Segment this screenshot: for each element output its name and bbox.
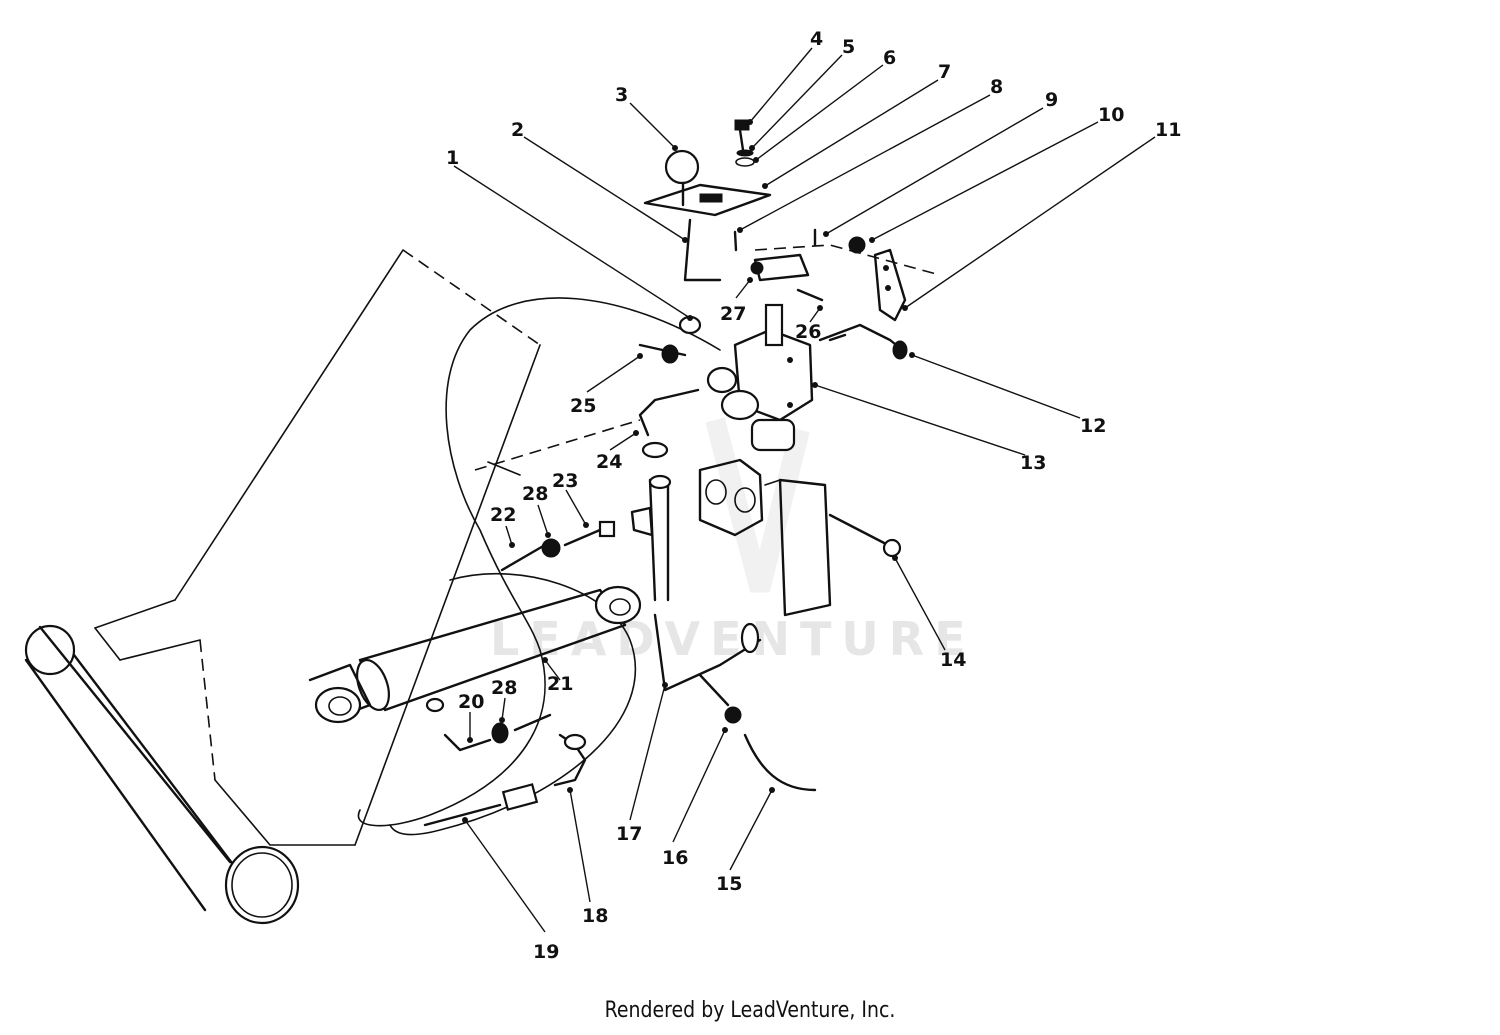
callout-23: 23: [552, 470, 578, 492]
fittings-upper: [638, 315, 702, 364]
callout-4: 4: [810, 28, 823, 50]
callout-13: 13: [1020, 452, 1046, 474]
callout-18: 18: [582, 905, 608, 927]
leader-lines: [453, 47, 1156, 933]
callout-25: 25: [570, 395, 596, 417]
callout-21: 21: [547, 673, 573, 695]
small-parts: [750, 261, 847, 342]
control-lever-assembly: [643, 119, 941, 302]
fittings-lower: [423, 697, 587, 827]
footer-credit: Rendered by LeadVenture, Inc.: [604, 998, 896, 1023]
callout-5: 5: [842, 36, 855, 58]
hydraulic-hose-loop: [357, 297, 721, 827]
callout-26: 26: [795, 321, 821, 343]
callout-2: 2: [511, 119, 524, 141]
callout-28-lower: 28: [491, 677, 517, 699]
callout-15: 15: [716, 873, 742, 895]
callout-7: 7: [938, 61, 951, 83]
callout-6: 6: [883, 47, 896, 69]
tractor-frame: [94, 249, 641, 846]
callout-14: 14: [940, 649, 966, 671]
callout-3: 3: [615, 84, 628, 106]
callout-27: 27: [720, 303, 746, 325]
callout-16: 16: [662, 847, 688, 869]
callout-20: 20: [458, 691, 484, 713]
callout-labels: 1 2 3 4 5 6 7 8 9 10 11 12 13 14 15 16 1…: [446, 28, 1181, 963]
hydraulic-hose-loop-lower: [389, 572, 637, 836]
axle-tube: [24, 624, 300, 925]
callout-8: 8: [990, 76, 1003, 98]
valve-mount-bracket: [698, 458, 832, 617]
callout-10: 10: [1098, 104, 1124, 126]
callout-11: 11: [1155, 119, 1181, 141]
watermark-text: LEADVENTURE: [490, 612, 976, 666]
callout-9: 9: [1045, 89, 1058, 111]
callout-17: 17: [616, 823, 642, 845]
callout-24: 24: [596, 451, 622, 473]
link-arm: [818, 236, 908, 360]
callout-19: 19: [533, 941, 559, 963]
callout-22: 22: [490, 504, 516, 526]
callout-1: 1: [446, 147, 459, 169]
callout-28-upper: 28: [522, 483, 548, 505]
return-hose: [743, 733, 817, 792]
watermark-logo: [705, 417, 810, 593]
lift-cylinder: [308, 585, 642, 724]
control-valve: [706, 303, 814, 452]
callout-12: 12: [1080, 415, 1106, 437]
bolt: [828, 513, 902, 558]
elbow-tube: [630, 388, 762, 724]
fittings-cluster: [500, 520, 616, 572]
